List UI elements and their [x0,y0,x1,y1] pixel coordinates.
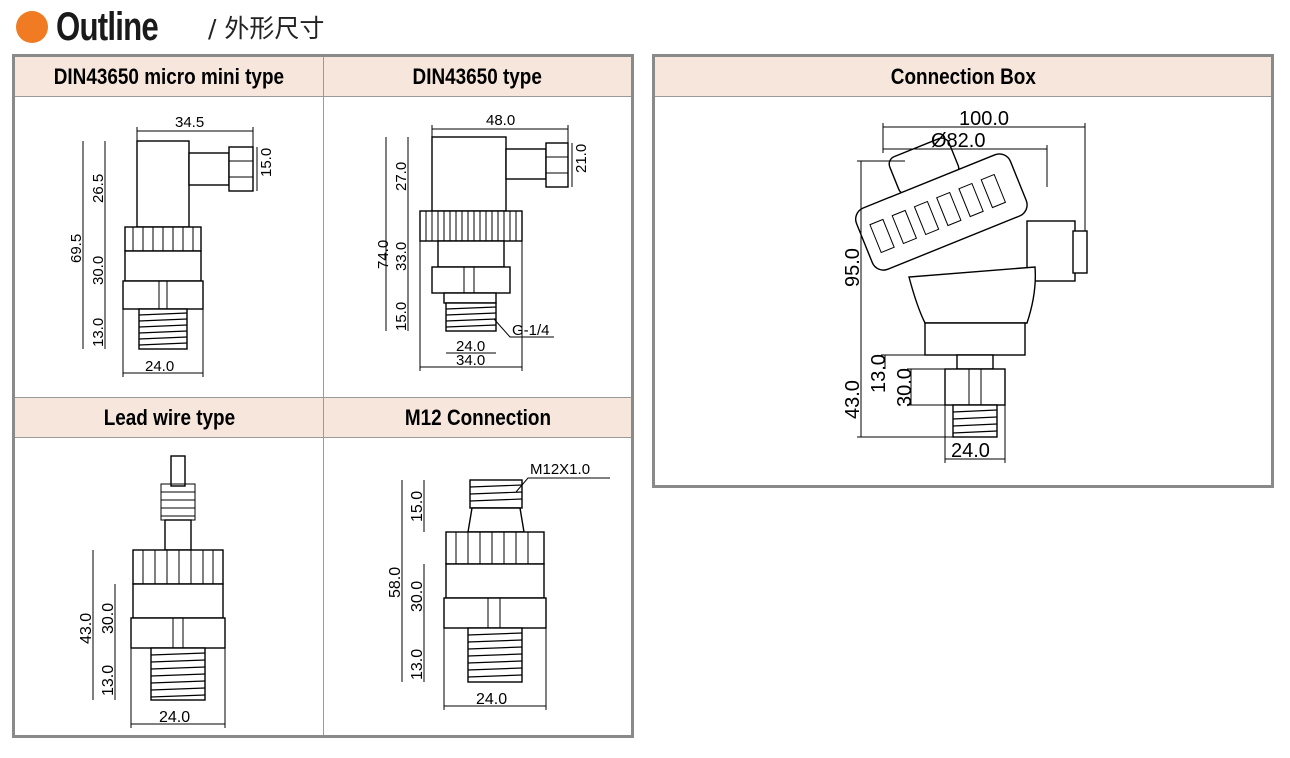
dim-body: 30.0 [90,256,107,285]
dim-base: 24.0 [159,709,190,726]
lead-drawing: 43.0 30.0 13.0 24.0 [78,455,226,728]
dim-width-outer: 100.0 [959,108,1009,130]
dim-diameter: Ø82.0 [931,130,985,152]
dim-total: 43.0 [78,613,95,644]
cell-title-m12: M12 Connection [324,398,631,438]
dim-thread: 15.0 [393,302,410,331]
cell-m12: M12 Connection [324,398,631,735]
section-title: Outline [56,4,159,49]
dim-plug: 15.0 [258,148,275,177]
connection-box-panel: Connection Box 100.0 [652,54,1274,488]
din-micro-drawing: 34.5 15.0 26.5 69.5 30.0 13.0 24.0 [68,114,275,377]
dim-base2: 34.0 [456,352,485,369]
dim-base: 24.0 [456,338,485,355]
thread-note: G-1/4 [512,322,550,339]
dim-body: 30.0 [409,581,426,612]
thread-note: M12X1.0 [530,461,590,478]
cell-lead: Lead wire type [15,398,324,735]
dim-thread: 13.0 [90,318,107,347]
cell-din: DIN43650 type [324,57,631,398]
dim-width-top: 34.5 [175,114,204,131]
dim-top: 15.0 [409,491,426,522]
dim-thread: 13.0 [409,649,426,680]
dim-lower-total: 43.0 [842,380,864,419]
dim-neck: 13.0 [868,354,890,393]
dim-height: 95.0 [842,248,864,287]
dim-total: 74.0 [375,240,392,269]
cell-title-din-micro: DIN43650 micro mini type [15,57,323,97]
dim-total: 69.5 [68,234,85,263]
section-subtitle: / 外形尺寸 [208,14,325,43]
dim-base: 24.0 [145,358,174,375]
m12-drawing: M12X1.0 15.0 58.0 30.0 13.0 24.0 [387,461,610,710]
orange-bullet-icon [16,11,48,43]
dim-base: 24.0 [951,440,990,462]
dim-body: 30.0 [894,368,916,407]
outline-grid-panel: DIN43650 micro mini type [12,54,634,738]
connection-box-drawing: 100.0 Ø82.0 95.0 43.0 13.0 30.0 24.0 [842,108,1088,463]
dim-body: 33.0 [393,242,410,271]
section-header: Outline / 外形尺寸 [16,4,324,50]
cell-title-box: Connection Box [655,57,1271,97]
dim-upper: 27.0 [393,162,410,191]
din-drawing: 48.0 21.0 27.0 74.0 33.0 15.0 24.0 34.0 … [375,112,590,371]
dim-body: 30.0 [100,603,117,634]
dim-upper: 26.5 [90,174,107,203]
dim-plug: 21.0 [573,144,590,173]
dim-base: 24.0 [476,691,507,708]
cell-title-lead: Lead wire type [15,398,323,438]
cell-title-din: DIN43650 type [324,57,631,97]
dim-total: 58.0 [387,567,404,598]
cell-din-micro: DIN43650 micro mini type [15,57,324,398]
dim-thread: 13.0 [100,665,117,696]
dim-width-top: 48.0 [486,112,515,129]
